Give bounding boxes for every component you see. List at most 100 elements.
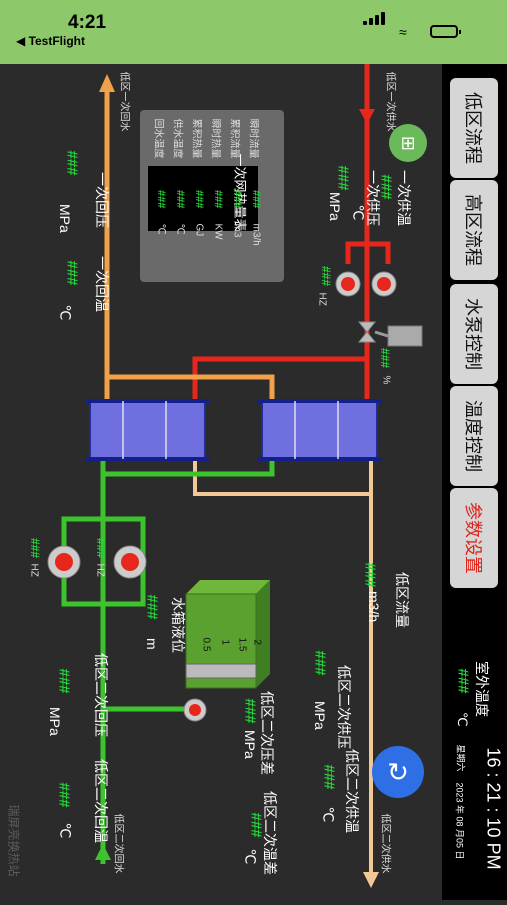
secondary-return-arrow: [95, 844, 111, 860]
outdoor-temp-value: ###: [454, 668, 472, 694]
heat-meter-row-unit: m3/h: [250, 223, 262, 246]
sec-return-pressure-unit: MPa: [47, 707, 63, 736]
sec-temp-diff-value: ###: [247, 812, 265, 838]
heat-meter-row-name: 瞬时热量: [209, 118, 221, 159]
tank-level-unit: m: [144, 638, 160, 650]
nav-parameter-settings-button[interactable]: 参数设置: [450, 488, 498, 588]
sec-supply-temp-unit: ℃: [320, 806, 337, 823]
circ-pump-2-unit: HZ: [94, 563, 106, 577]
primary-pump-freq-value: ###: [319, 266, 333, 287]
sec-return-temp-label: 低区二次回温: [93, 759, 109, 843]
secondary-supply-pipe: [193, 459, 373, 876]
heat-meter-row-name: 瞬时流量: [247, 118, 259, 159]
tank-scale-tick: 1.5: [236, 637, 248, 652]
sec-supply-pressure-unit: MPa: [312, 701, 328, 730]
makeup-pump: [183, 698, 207, 722]
wifi-icon: ≈: [399, 24, 407, 40]
heat-meter-row-value: ###: [231, 190, 243, 209]
circulation-pump-1: [47, 545, 81, 579]
tank-scale-tick: 0.5: [200, 637, 212, 652]
valve-opening-unit: %: [380, 375, 392, 385]
heat-meter-row-value: ###: [155, 190, 167, 209]
refresh-icon[interactable]: ↻: [372, 746, 424, 798]
date: 2023 年 08 月05 日: [454, 782, 465, 860]
supply-flow-arrow: [359, 109, 375, 124]
primary-pump-freq-unit: HZ: [316, 292, 328, 306]
tank-scale-tick: 2: [251, 639, 263, 646]
circulation-pump-2: [113, 545, 147, 579]
back-to-testflight-link[interactable]: ◀ TestFlight: [16, 34, 85, 48]
heat-meter-row-name: 累积流量: [228, 118, 240, 159]
primary-supply-pressure-unit: MPa: [327, 192, 343, 221]
secondary-supply-pipe-label: 低区二次供水: [379, 813, 391, 874]
app-screen: 一次网热量表 瞬时流量 累积流量 瞬时热量 累积热量 供水温度 回水温度 ###…: [0, 64, 507, 900]
sec-supply-temp-value: ###: [320, 764, 338, 790]
primary-supply-pressure-label: 一次供压: [365, 170, 381, 226]
outdoor-temp-unit: ℃: [455, 712, 470, 727]
heat-meter-row-name: 供水温度: [171, 118, 183, 159]
water-tank: [185, 580, 270, 689]
nav-pump-control-button[interactable]: 水泵控制: [450, 284, 498, 384]
heat-exchanger-1: [86, 399, 210, 461]
tank-level-value: ###: [143, 594, 161, 620]
valve-opening-value: ###: [378, 348, 392, 369]
sec-pressure-diff-unit: MPa: [242, 730, 258, 759]
nav-low-zone-flow-button[interactable]: 低区流程: [450, 78, 498, 178]
heat-meter-row-unit: GJ: [193, 223, 205, 237]
sec-return-pressure-value: ###: [55, 668, 73, 694]
sec-pressure-diff-label: 低区二次压差: [259, 691, 275, 775]
primary-return-temp-value: ###: [63, 260, 81, 286]
heat-meter-row-unit: m3: [231, 223, 243, 238]
grid-menu-icon[interactable]: ⊞: [389, 124, 427, 162]
heat-meter-row-unit: ℃: [174, 223, 186, 235]
sec-return-temp-unit: ℃: [57, 822, 74, 839]
low-flow-label: 低区流量: [394, 572, 410, 628]
status-time: 4:21: [68, 12, 107, 33]
nav-button-label: 水泵控制: [463, 298, 483, 370]
primary-return-pressure-label: 一次回压: [94, 172, 110, 228]
primary-return-pipe: [104, 84, 275, 404]
status-bar: 4:21 ◀ TestFlight ≈: [0, 0, 507, 64]
heat-meter-row-value: ###: [174, 190, 186, 209]
low-flow-unit: m3/h: [366, 591, 382, 623]
sec-supply-temp-label: 低区二次供温: [344, 749, 360, 833]
sec-return-temp-value: ###: [55, 782, 73, 808]
heat-meter-row-value: ###: [250, 190, 262, 209]
heat-meter-panel: [140, 110, 284, 282]
primary-return-temp-unit: ℃: [57, 304, 74, 321]
primary-pump-2: [371, 271, 397, 297]
sec-return-pressure-label: 低区二次回压: [93, 653, 109, 737]
clock: 16 : 21 : 10 PM: [483, 747, 504, 870]
nav-button-label: 温度控制: [463, 400, 483, 472]
secondary-return-pipe-label: 低区二次回水: [112, 813, 124, 874]
return-flow-arrow-up: [99, 74, 115, 92]
nav-button-label: 低区流程: [463, 92, 483, 164]
secondary-supply-arrow: [363, 872, 379, 888]
tank-scale-tick: 1: [219, 639, 231, 646]
sec-temp-diff-unit: ℃: [242, 848, 259, 865]
heat-meter-row-value: ###: [193, 190, 205, 209]
heat-meter-row-unit: KW: [212, 223, 224, 240]
primary-pump-1: [335, 271, 361, 297]
circ-pump-1-unit: HZ: [28, 563, 40, 577]
tank-level-label: 水箱液位: [170, 597, 186, 653]
heat-meter-row-unit: ℃: [155, 223, 167, 235]
heat-meter-row-name: 累积热量: [190, 118, 202, 159]
weekday: 星期六: [455, 744, 466, 772]
primary-return-pressure-value: ###: [63, 150, 81, 176]
outdoor-temp-label: 室外温度: [474, 661, 490, 717]
process-flow-diagram: [47, 64, 423, 888]
heat-meter-row-name: 回水温度: [152, 118, 164, 159]
watermark: 瑞屏亮换热站: [6, 804, 21, 877]
primary-return-temp-label: 一次回温: [94, 256, 110, 312]
nav-high-zone-flow-button[interactable]: 高区流程: [450, 180, 498, 280]
primary-supply-temp-label: 一次供温: [396, 170, 412, 226]
sec-supply-pressure-value: ###: [311, 650, 329, 676]
primary-return-pipe-label: 低区一次回水: [118, 71, 130, 132]
nav-temperature-control-button[interactable]: 温度控制: [450, 386, 498, 486]
heat-exchanger-2: [258, 399, 382, 461]
control-valve: [357, 321, 423, 347]
battery-charging-icon: [430, 25, 461, 38]
primary-return-pressure-unit: MPa: [57, 204, 73, 233]
heat-meter-row-value: ###: [212, 190, 224, 209]
